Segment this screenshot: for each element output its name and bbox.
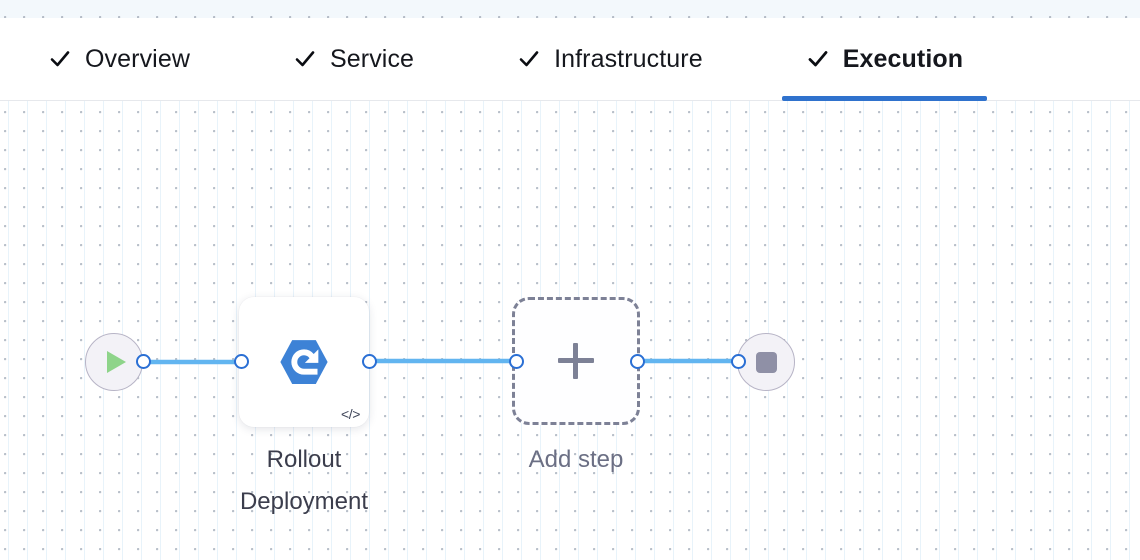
- play-icon: [107, 351, 126, 373]
- tab-label: Overview: [85, 44, 190, 73]
- canvas-top-strip: [0, 0, 1140, 18]
- check-icon: [293, 47, 317, 71]
- port-add-input[interactable]: [509, 354, 524, 369]
- port-start-output[interactable]: [136, 354, 151, 369]
- tab-overview[interactable]: Overview: [24, 18, 214, 100]
- pipeline-graph: </> Rollout Deployment Add step: [0, 101, 1140, 560]
- tab-label: Execution: [842, 44, 964, 73]
- port-step-input[interactable]: [234, 354, 249, 369]
- port-step-output[interactable]: [362, 354, 377, 369]
- rollout-deployment-icon: [277, 335, 331, 389]
- start-node[interactable]: [85, 333, 143, 391]
- port-add-output[interactable]: [630, 354, 645, 369]
- check-icon: [48, 47, 72, 71]
- tab-label: Service: [330, 44, 415, 73]
- tab-active-underline: [781, 96, 988, 101]
- check-icon: [806, 47, 830, 71]
- add-step-label: Add step: [528, 446, 624, 473]
- code-badge-icon: </>: [340, 406, 360, 422]
- tab-execution[interactable]: Execution: [781, 18, 988, 101]
- plus-icon: [558, 343, 594, 379]
- tab-label: Infrastructure: [554, 44, 703, 73]
- wizard-tab-bar: Overview Service Infrastructure: [0, 18, 1140, 101]
- step-node-label: Rollout Deployment: [239, 446, 369, 515]
- add-step-button[interactable]: [512, 297, 640, 425]
- tab-service[interactable]: Service: [269, 18, 438, 100]
- check-icon: [517, 47, 541, 71]
- tab-infrastructure[interactable]: Infrastructure: [493, 18, 727, 100]
- stop-icon: [755, 351, 777, 373]
- step-node-rollout-deployment[interactable]: </>: [239, 297, 369, 427]
- port-end-input[interactable]: [731, 354, 746, 369]
